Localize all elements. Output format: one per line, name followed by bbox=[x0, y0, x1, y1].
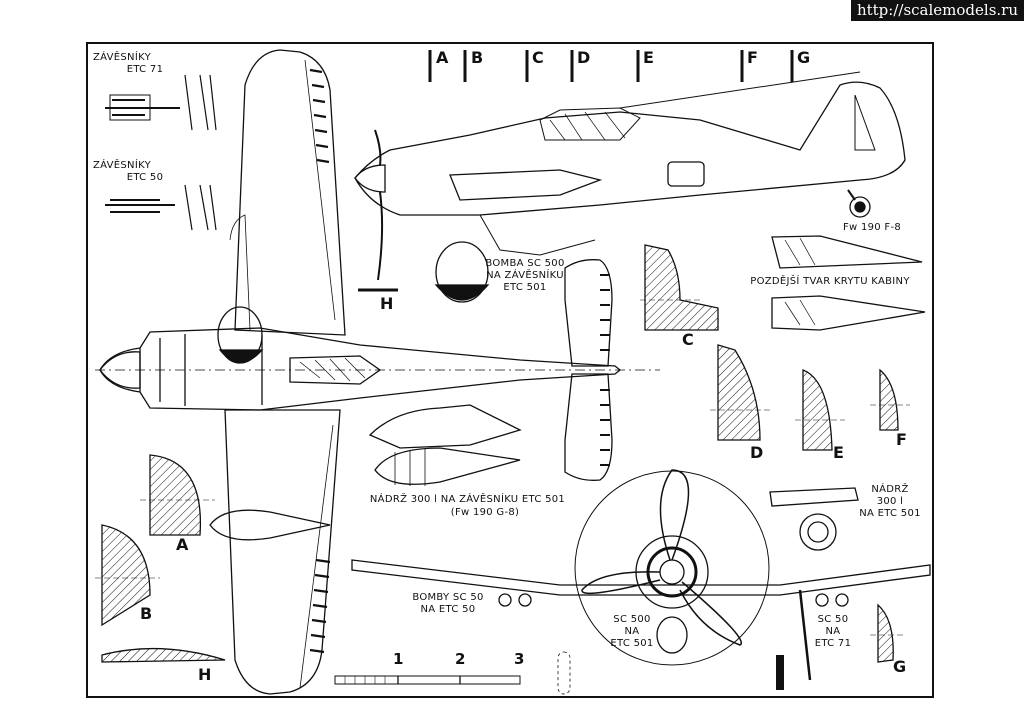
section-top-f: F bbox=[747, 48, 758, 67]
bomb-sc500-line3: ETC 501 bbox=[503, 282, 547, 293]
front-sc500-line2: NA bbox=[624, 626, 640, 637]
section-mark-h-label: H bbox=[380, 294, 394, 313]
drop-tank-side bbox=[368, 404, 522, 486]
section-g-label: G bbox=[893, 657, 907, 676]
section-top-a: A bbox=[436, 48, 449, 67]
section-top-g: G bbox=[797, 48, 811, 67]
scale-number-2: 2 bbox=[455, 650, 466, 668]
etc71-title: ZÁVĚSNÍKY bbox=[93, 52, 151, 63]
tank-right-line1: NÁDRŽ bbox=[871, 484, 909, 495]
tank-right-line2: 300 l bbox=[876, 496, 904, 507]
tank-300l-label: NÁDRŽ 300 l NA ZÁVĚSNÍKU ETC 501 bbox=[369, 494, 566, 505]
bomby-sc50-line1: BOMBY SC 50 bbox=[412, 592, 484, 603]
front-sc500-line3: ETC 501 bbox=[610, 638, 654, 649]
bomb-sc500-line2: NA ZÁVĚSNÍKU bbox=[486, 270, 564, 281]
etc50-title: ZÁVĚSNÍKY bbox=[93, 160, 151, 171]
hardpoint-details bbox=[105, 74, 217, 231]
section-e-label: E bbox=[833, 443, 844, 462]
section-top-e: E bbox=[643, 48, 654, 67]
side-view bbox=[354, 50, 906, 303]
watermark-url: http://scalemodels.ru bbox=[850, 0, 1024, 21]
front-sc50-line2: NA bbox=[825, 626, 841, 637]
etc71-subtitle: ETC 71 bbox=[126, 64, 164, 75]
front-sc500-line1: SC 500 bbox=[613, 614, 651, 625]
bomb-sc500-line1: BOMBA SC 500 bbox=[485, 258, 565, 269]
tank-300l-variant: (Fw 190 G-8) bbox=[450, 507, 520, 518]
canopy-later-label: POZDĚJŠÍ TVAR KRYTU KABINY bbox=[750, 276, 910, 287]
tank-etc501-front bbox=[769, 487, 859, 551]
variant-label: Fw 190 F-8 bbox=[842, 222, 902, 233]
front-sc50-line1: SC 50 bbox=[817, 614, 849, 625]
etc50-subtitle: ETC 50 bbox=[126, 172, 164, 183]
front-sc50-line3: ETC 71 bbox=[814, 638, 852, 649]
section-h-label: H bbox=[198, 665, 212, 684]
section-c-label: C bbox=[682, 330, 694, 349]
canopy-detail bbox=[771, 235, 926, 331]
drawing-frame bbox=[86, 42, 934, 698]
tank-right-line3: NA ETC 501 bbox=[859, 508, 921, 519]
section-d-label: D bbox=[750, 443, 764, 462]
section-b-label: B bbox=[140, 604, 153, 623]
section-f-label: F bbox=[896, 430, 907, 449]
bomby-sc50-line2: NA ETC 50 bbox=[420, 604, 476, 615]
front-view bbox=[351, 469, 931, 690]
section-profiles bbox=[101, 244, 899, 663]
scale-bar bbox=[334, 651, 571, 695]
section-top-c: C bbox=[532, 48, 544, 67]
top-view bbox=[95, 49, 660, 695]
section-top-b: B bbox=[471, 48, 484, 67]
scale-number-1: 1 bbox=[393, 650, 404, 668]
section-top-d: D bbox=[577, 48, 591, 67]
scale-number-3: 3 bbox=[514, 650, 525, 668]
section-a-label: A bbox=[176, 535, 189, 554]
